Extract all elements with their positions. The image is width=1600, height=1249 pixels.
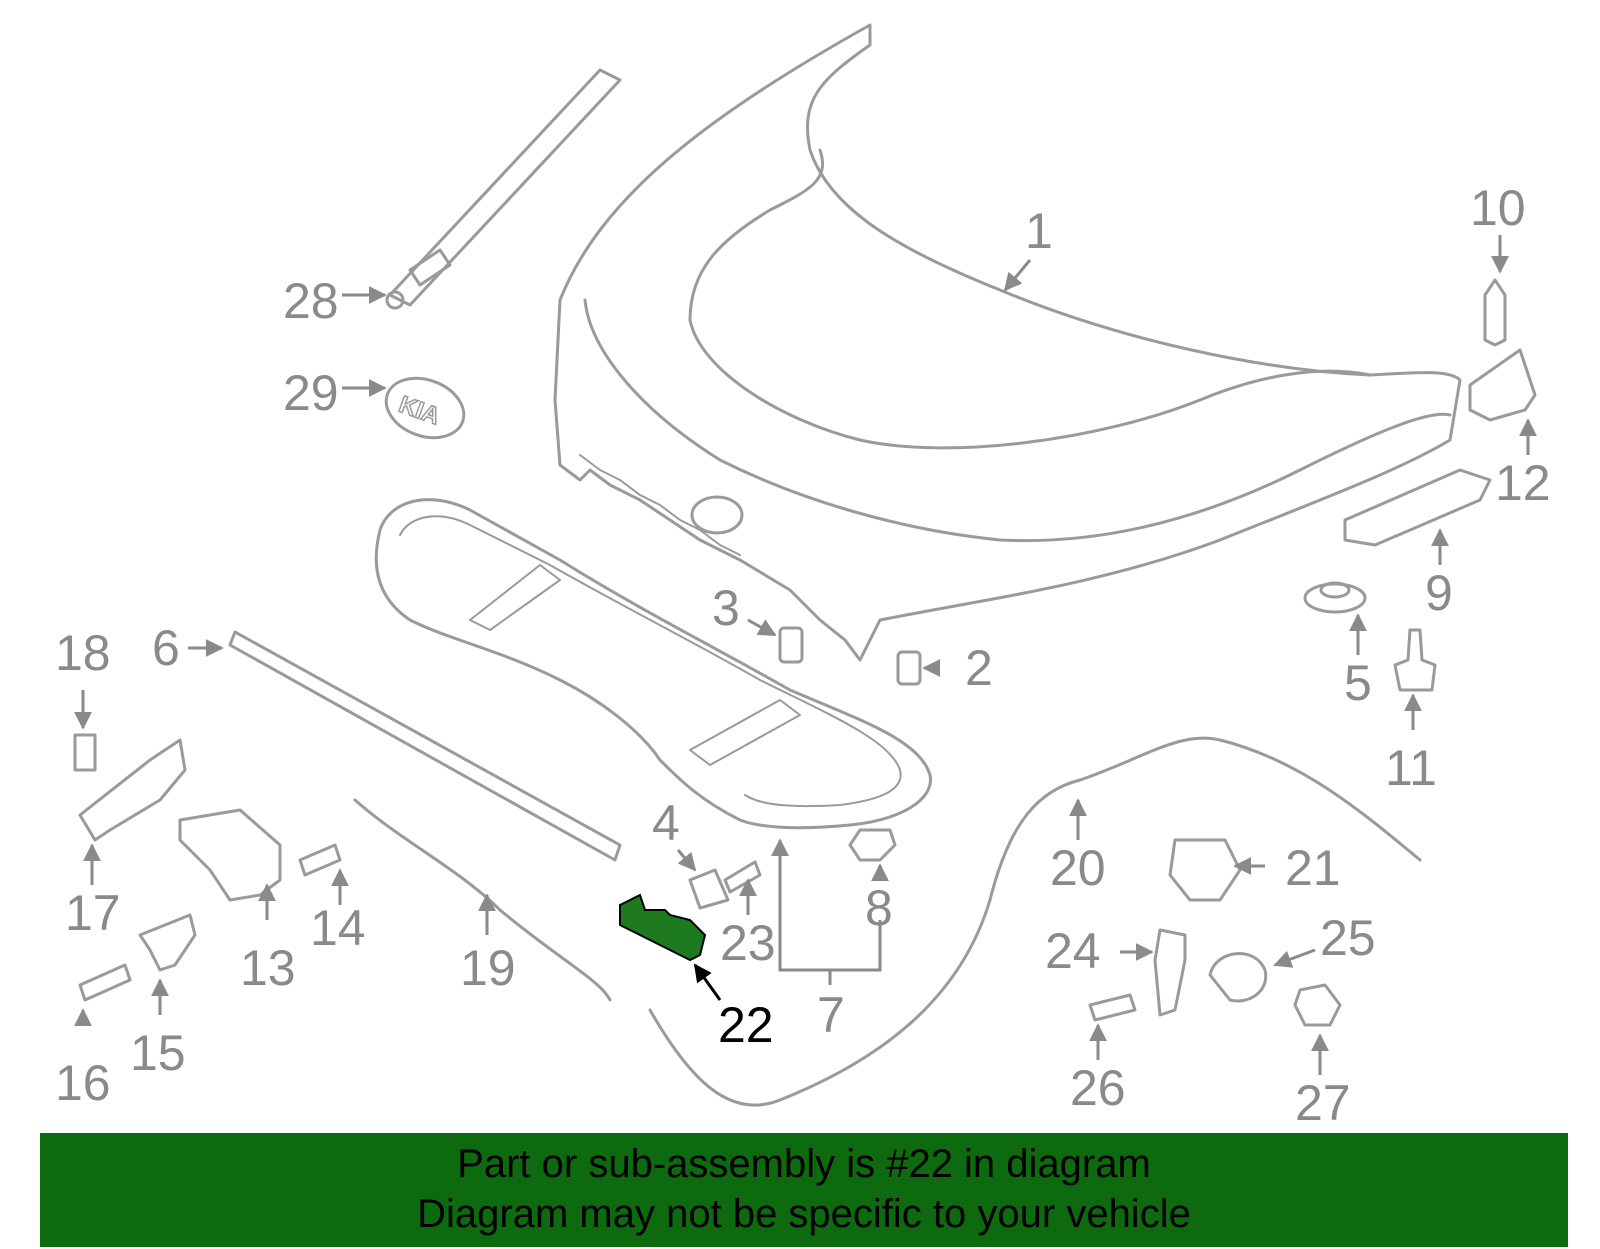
callout-18: 18 — [55, 625, 111, 681]
callout-14: 14 — [310, 900, 366, 956]
info-banner: Part or sub-assembly is #22 in diagram D… — [40, 1133, 1568, 1247]
hood-lift-strut — [385, 68, 622, 310]
callout-6: 6 — [152, 620, 180, 676]
callout-arrows — [74, 235, 1537, 1075]
callout-1: 1 — [1025, 203, 1053, 259]
callout-19: 19 — [460, 940, 516, 996]
highlighted-part-22[interactable] — [619, 893, 707, 962]
callout-9: 9 — [1425, 565, 1453, 621]
emblem-text: KIA — [395, 391, 443, 431]
callout-13: 13 — [240, 940, 296, 996]
release-cables — [353, 736, 1422, 1107]
banner-line-2: Diagram may not be specific to your vehi… — [417, 1192, 1191, 1236]
hood-panel — [553, 23, 1462, 662]
callout-26: 26 — [1070, 1060, 1126, 1116]
callout-29: 29 — [283, 365, 339, 421]
hood-bumpers — [778, 626, 922, 686]
callout-25: 25 — [1320, 910, 1376, 966]
callout-10: 10 — [1470, 180, 1526, 236]
kia-emblem: KIA — [384, 376, 466, 440]
callout-16: 16 — [55, 1055, 111, 1111]
hood-weatherstrip — [228, 630, 622, 862]
callout-22: 22 — [718, 997, 774, 1053]
callout-17: 17 — [65, 885, 121, 941]
callout-5: 5 — [1344, 655, 1372, 711]
hood-hinge-parts — [1303, 278, 1537, 692]
callout-21: 21 — [1285, 840, 1341, 896]
callout-11: 11 — [1385, 740, 1437, 796]
callout-2: 2 — [965, 640, 993, 696]
callout-8: 8 — [865, 880, 893, 936]
banner-line-1: Part or sub-assembly is #22 in diagram — [457, 1142, 1151, 1186]
callout-15: 15 — [130, 1025, 186, 1081]
callout-7: 7 — [817, 987, 845, 1043]
callout-27: 27 — [1295, 1075, 1351, 1131]
callout-28: 28 — [283, 273, 339, 329]
hood-latch-parts — [73, 733, 342, 1002]
callout-4: 4 — [652, 795, 680, 851]
callout-3: 3 — [712, 580, 740, 636]
callout-12: 12 — [1495, 455, 1551, 511]
hood-insulator — [374, 498, 932, 830]
misc-clips-bolts — [688, 828, 1342, 1027]
callout-labels: 1 2 3 4 5 6 7 8 9 10 11 12 13 14 15 16 1… — [55, 180, 1551, 1131]
callout-23: 23 — [720, 915, 776, 971]
callout-20: 20 — [1050, 840, 1106, 896]
callout-24: 24 — [1045, 923, 1101, 979]
